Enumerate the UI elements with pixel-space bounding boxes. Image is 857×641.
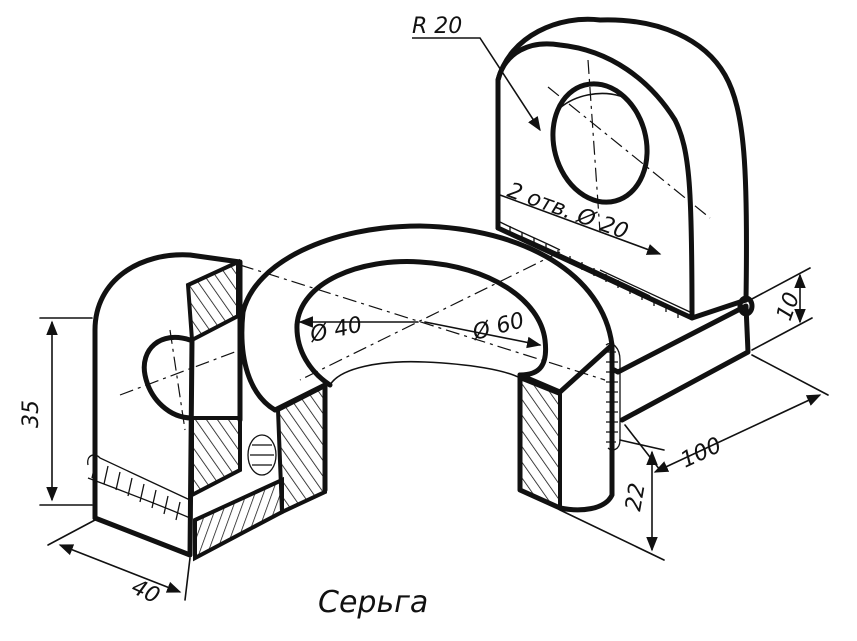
center-ring <box>235 223 621 516</box>
drawing-title: Серьга <box>318 585 428 620</box>
radius-label: R 20 <box>412 14 462 39</box>
dimension-r20: R 20 <box>412 14 541 132</box>
dimension-100: 100 <box>624 354 829 473</box>
width-left-label: 40 <box>127 575 163 609</box>
dimension-35: 35 <box>19 317 93 506</box>
base-length-label: 100 <box>677 433 726 473</box>
dimension-10: 10 <box>749 267 813 351</box>
base-height-label: 22 <box>621 481 650 513</box>
right-lug <box>495 16 755 322</box>
left-lug <box>87 251 284 562</box>
dimension-22: 22 <box>559 439 665 561</box>
height-left-label: 35 <box>19 400 44 428</box>
